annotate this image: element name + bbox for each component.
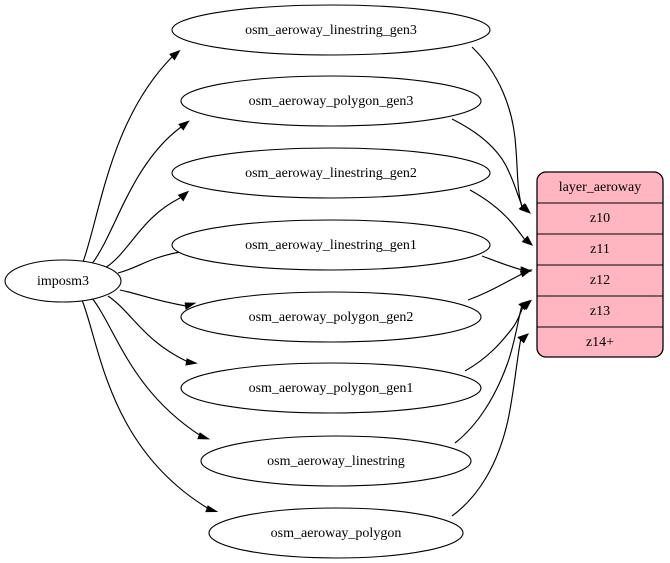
- node-osm-aeroway-polygon-gen3[interactable]: osm_aeroway_polygon_gen3: [180, 75, 482, 127]
- table-row-z14-plus[interactable]: z14+: [586, 335, 614, 350]
- edge-imposm3-to-polygon-gen2: [119, 289, 197, 310]
- node-osm-aeroway-polygon-gen1[interactable]: osm_aeroway_polygon_gen1: [180, 362, 482, 414]
- edge-linestring-gen2-to-z11: [469, 189, 534, 246]
- node-osm-aeroway-linestring-gen3-label: osm_aeroway_linestring_gen3: [245, 23, 417, 38]
- node-osm-aeroway-linestring-gen1-label: osm_aeroway_linestring_gen1: [245, 238, 417, 253]
- node-osm-aeroway-linestring-gen3[interactable]: osm_aeroway_linestring_gen3: [171, 4, 491, 56]
- node-osm-aeroway-linestring-gen2-label: osm_aeroway_linestring_gen2: [245, 166, 417, 181]
- edge-imposm3-to-linestring-gen3: [82, 49, 181, 263]
- edge-imposm3-to-linestring: [91, 297, 211, 440]
- table-row-z12[interactable]: z12: [590, 273, 610, 288]
- table-row-z10[interactable]: z10: [590, 211, 610, 226]
- node-osm-aeroway-polygon-gen2-label: osm_aeroway_polygon_gen2: [249, 310, 414, 325]
- node-osm-aeroway-linestring-gen1[interactable]: osm_aeroway_linestring_gen1: [171, 219, 491, 271]
- edge-group-sources-to-layer: [451, 46, 534, 517]
- table-row-header-layer-aeroway: layer_aeroway: [559, 180, 641, 195]
- node-osm-aeroway-linestring-gen2[interactable]: osm_aeroway_linestring_gen2: [171, 147, 491, 199]
- node-imposm3-label: imposm3: [37, 274, 89, 289]
- edge-polygon-to-z14: [451, 333, 529, 517]
- edge-group-root-to-sources: [81, 49, 219, 513]
- edge-imposm3-to-polygon-gen3: [90, 120, 190, 266]
- edge-imposm3-to-polygon: [81, 299, 219, 513]
- node-osm-aeroway-linestring-label: osm_aeroway_linestring: [267, 454, 405, 469]
- node-osm-aeroway-polygon-gen3-label: osm_aeroway_polygon_gen3: [249, 94, 414, 109]
- node-osm-aeroway-polygon[interactable]: osm_aeroway_polygon: [208, 507, 464, 559]
- table-row-z13[interactable]: z13: [590, 304, 610, 319]
- node-imposm3[interactable]: imposm3: [4, 259, 122, 303]
- edge-polygon-gen3-to-z10: [451, 118, 532, 214]
- table-row-z11[interactable]: z11: [590, 242, 610, 257]
- node-osm-aeroway-polygon-gen2[interactable]: osm_aeroway_polygon_gen2: [180, 291, 482, 343]
- edge-linestring-gen3-to-z10: [471, 46, 531, 214]
- node-layer-aeroway-table[interactable]: layer_aeroway z10 z11 z12 z13 z14+: [536, 171, 664, 358]
- edge-linestring-to-z13: [454, 300, 530, 444]
- edge-polygon-gen2-to-z12: [467, 269, 533, 301]
- node-osm-aeroway-linestring[interactable]: osm_aeroway_linestring: [200, 435, 472, 487]
- edge-imposm3-to-linestring-gen2: [104, 190, 190, 269]
- node-osm-aeroway-polygon-label: osm_aeroway_polygon: [271, 526, 402, 541]
- node-osm-aeroway-polygon-gen1-label: osm_aeroway_polygon_gen1: [249, 381, 414, 396]
- edge-imposm3-to-polygon-gen1: [107, 295, 198, 366]
